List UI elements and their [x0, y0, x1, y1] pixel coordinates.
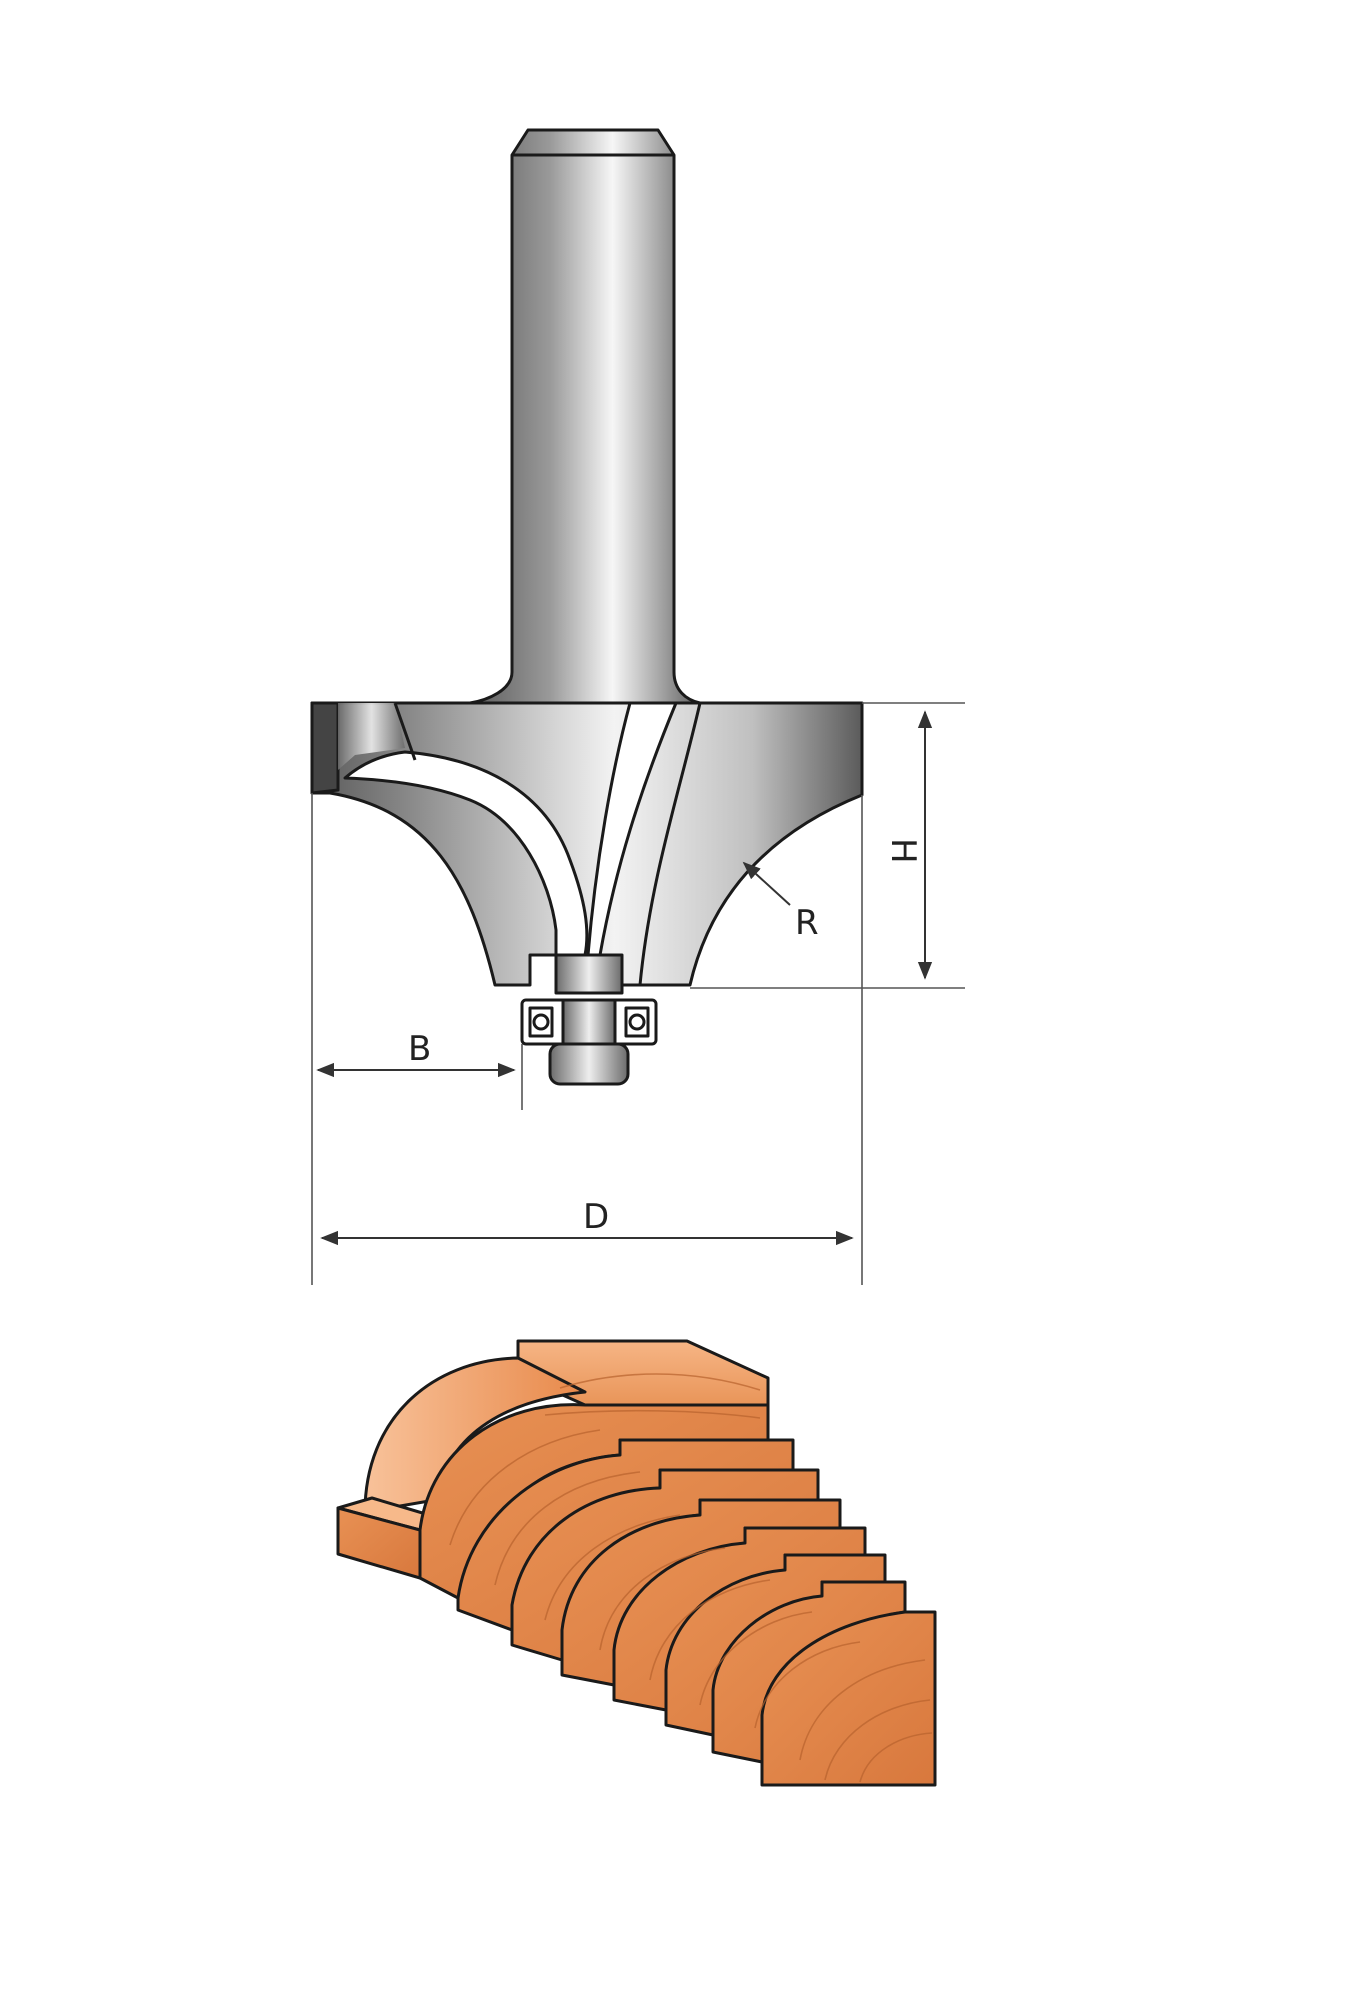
flute-line	[393, 702, 417, 761]
bearing-screw	[548, 1042, 630, 1086]
dimension-label-h: H	[883, 838, 923, 864]
left-wing-face	[310, 701, 340, 795]
bearing-spacer	[554, 953, 624, 995]
shank	[468, 128, 702, 705]
body-edge	[638, 702, 702, 986]
wood-grain	[449, 1373, 933, 1783]
router-bit	[310, 128, 864, 1086]
cutting-edge	[343, 750, 589, 957]
bearing	[520, 953, 658, 1086]
dimension-label-r: R	[795, 903, 819, 943]
dimension-label-d: D	[583, 1197, 609, 1237]
dimensions: H R B D	[311, 702, 965, 1285]
wood-profile	[336, 1339, 937, 1787]
dimension-label-b: B	[408, 1029, 431, 1069]
bearing-inner	[561, 998, 617, 1046]
left-wing-face-light	[338, 703, 405, 770]
